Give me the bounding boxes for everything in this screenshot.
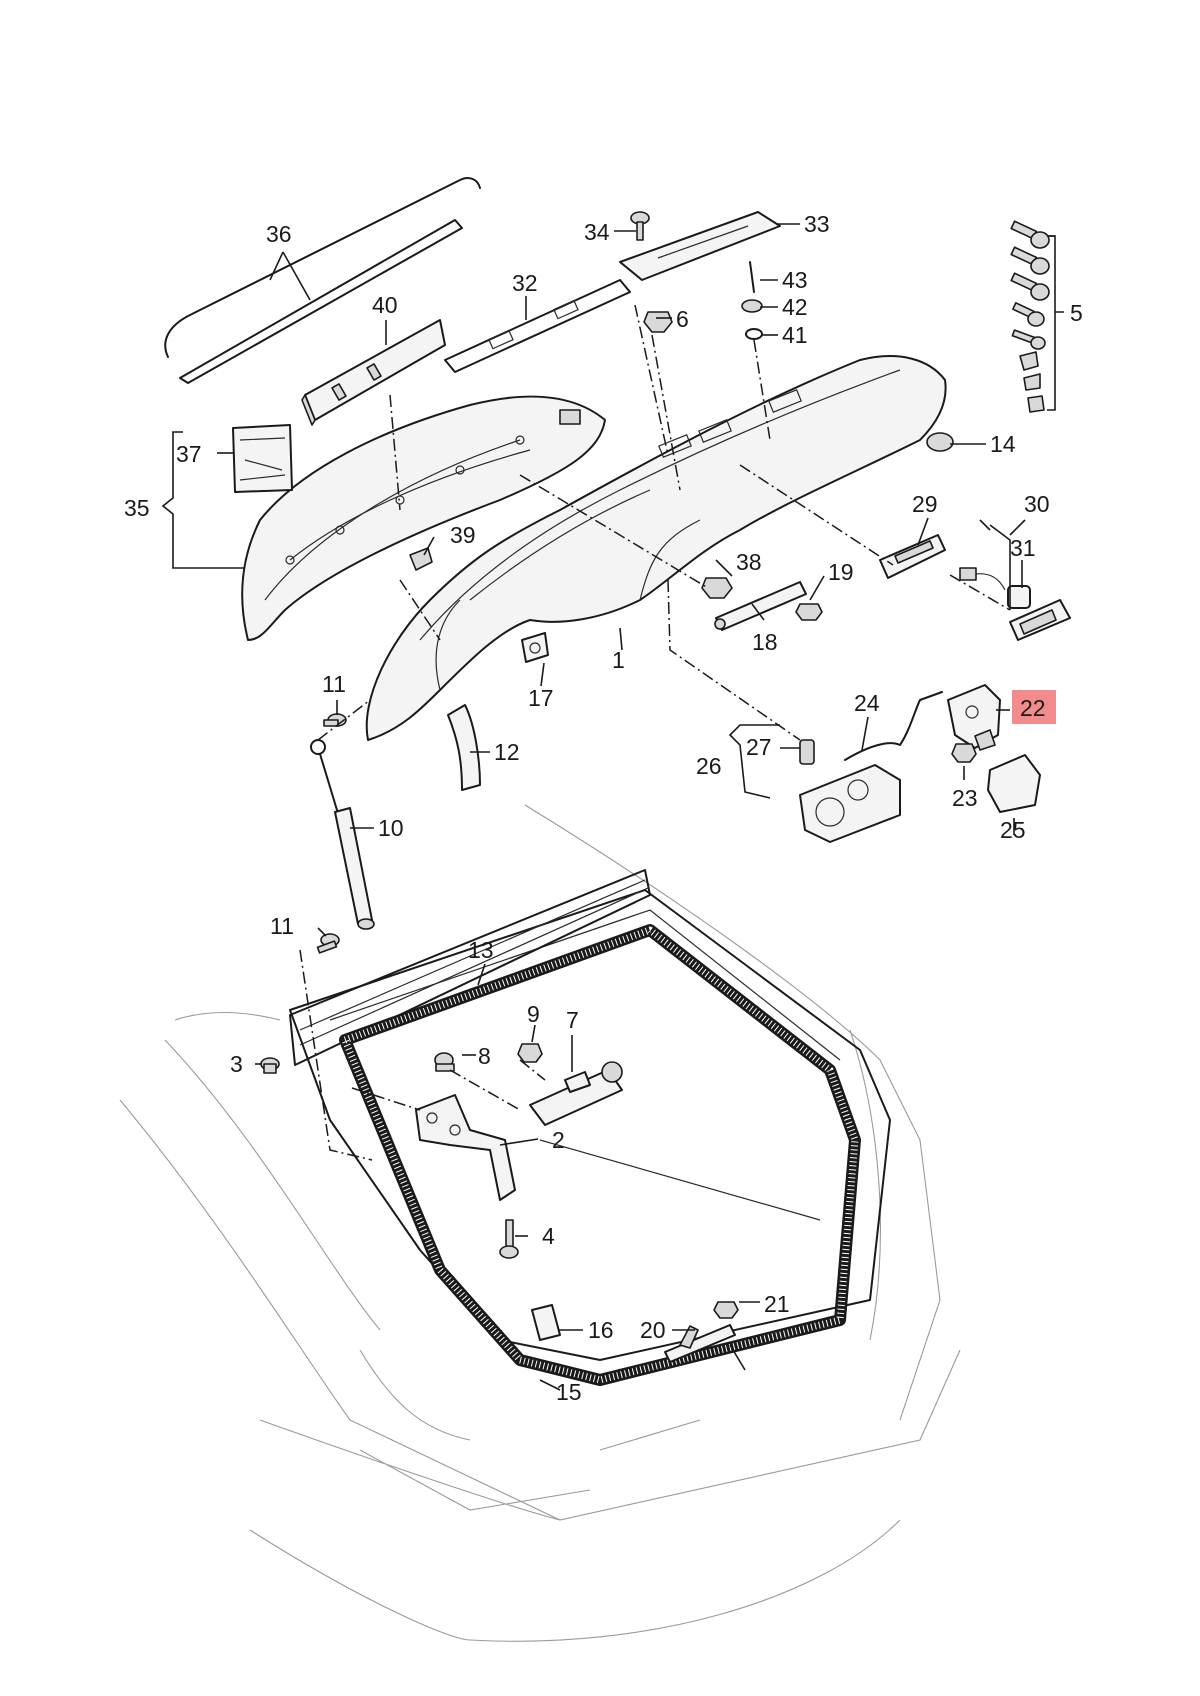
callout-1: 1 [612,647,625,673]
callout-19: 19 [828,559,854,585]
callout-10: 10 [378,815,404,841]
callout-9: 9 [527,1001,540,1027]
part-24-cable [844,691,943,761]
part-39-clip [409,547,433,571]
assembly-lines [299,304,1011,1161]
callout-12: 12 [494,739,520,765]
part-13-seal-strip [289,869,651,1066]
part-5-screw-set [1010,220,1050,413]
callout-39: 39 [450,522,476,548]
part-42-clip [741,299,763,313]
callout-32: 32 [512,270,538,296]
part-27-connector [799,739,815,765]
part-7-drive-unit [529,1061,623,1126]
part-30-camera-module [1009,599,1071,641]
part-43-pin [749,261,755,293]
callout-22: 22 [1020,695,1046,721]
car-body-outline [119,804,961,1642]
part-33-plate [619,211,781,281]
callout-43: 43 [782,267,808,293]
callout-7: 7 [566,1007,579,1033]
callout-25: 25 [1000,817,1026,843]
callout-16: 16 [588,1317,614,1343]
part-26-lock-motor [799,764,901,843]
callout-29: 29 [912,491,938,517]
part-6-clip [643,311,673,333]
callout-8: 8 [478,1043,491,1069]
part-38-nut [701,577,733,599]
callout-20: 20 [640,1317,666,1343]
part-40-handle-trim [301,319,446,426]
callout-38: 38 [736,549,762,575]
part-10-gas-strut [310,739,375,930]
part-37-bag [232,424,293,493]
callout-13: 13 [468,937,494,963]
part-32-trim-panel [444,279,631,373]
part-31-connector [959,567,1031,609]
part-18-strut [714,581,807,631]
callout-40: 40 [372,292,398,318]
part-19-nut [795,603,823,621]
part-4-bolt [499,1219,519,1259]
part-23-bolt [951,743,977,763]
callout-21: 21 [764,1291,790,1317]
part-41-washer [745,328,763,340]
callout-33: 33 [804,211,830,237]
callout-26: 26 [696,753,722,779]
part-9-nut [517,1043,543,1063]
part-8-bolt [434,1052,455,1072]
callout-15: 15 [556,1379,582,1405]
part-14-cap [926,432,954,452]
callout-4: 4 [542,1223,555,1249]
callout-36: 36 [266,221,292,247]
part-29-switch-housing [879,534,946,579]
part-25-cover [987,754,1041,813]
callout-11-upper: 11 [322,671,346,697]
callout-42: 42 [782,294,808,320]
callout-24: 24 [854,690,880,716]
callout-2: 2 [552,1127,565,1153]
part-21-nut [713,1301,739,1319]
callout-30: 30 [1024,491,1050,517]
part-17-bracket [521,632,549,663]
part-22-lock [947,684,1001,751]
part-20-rail [664,1324,736,1363]
callout-27: 27 [746,734,772,760]
callout-31: 31 [1010,535,1036,561]
part-15-boot-seal [339,924,861,1386]
callout-18: 18 [752,629,778,655]
part-11-bolt-upper [323,713,347,727]
callout-5: 5 [1070,300,1083,326]
part-16-striker [531,1304,561,1341]
part-12-trim-cover [447,704,481,791]
callout-labels: 36 40 32 37 35 34 33 43 42 41 6 5 14 29 … [124,211,1083,1405]
part-35-inner-trim [241,395,606,641]
callout-6: 6 [676,306,689,332]
part-2-hinge [415,1094,516,1201]
callout-3: 3 [230,1051,243,1077]
part-3-bolt [260,1057,280,1074]
callout-23: 23 [952,785,978,811]
part-11-bolt-lower [316,933,340,954]
part-36-trim-strips [164,177,481,384]
callout-17: 17 [528,685,554,711]
highlight-box-part-22 [1012,690,1056,724]
callout-14: 14 [990,431,1016,457]
callout-34: 34 [584,219,610,245]
part-1-tailgate [365,355,947,741]
part-34-screw [630,211,650,241]
callout-37: 37 [176,441,202,467]
callout-35: 35 [124,495,150,521]
leader-lines [161,223,1064,1391]
callout-41: 41 [782,322,808,348]
callout-11-lower: 11 [270,913,294,939]
